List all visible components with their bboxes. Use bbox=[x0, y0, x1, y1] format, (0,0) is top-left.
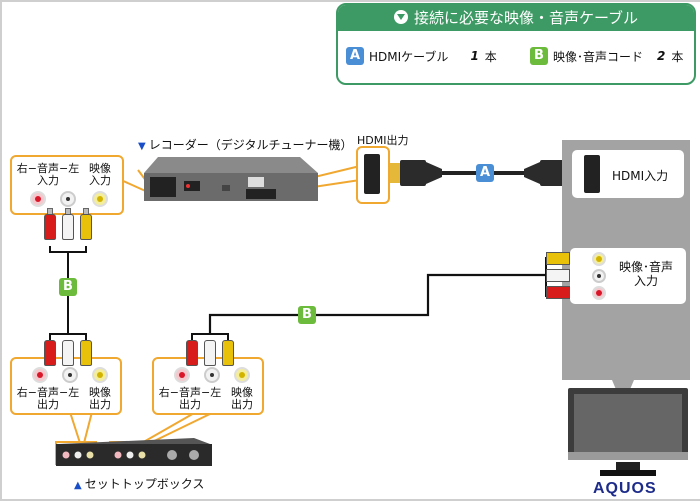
yellow-plug bbox=[80, 214, 92, 240]
tv-hdmi-input-card: HDMI入力 bbox=[572, 150, 684, 198]
legend-header: 接続に必要な映像・音声ケーブル bbox=[338, 5, 694, 31]
av-input-label: 映像･音声 入力 bbox=[618, 260, 673, 288]
video-output-label: 映像 出力 bbox=[89, 386, 111, 411]
audio-right-jack bbox=[592, 286, 606, 300]
hdmi-output-callout bbox=[356, 146, 390, 204]
white-plug bbox=[546, 269, 570, 282]
audio-left-jack bbox=[62, 367, 78, 383]
cable-a-badge: A bbox=[476, 164, 494, 182]
audio-output-label: 右−音声−左 出力 bbox=[158, 386, 222, 411]
video-output-label: 映像 出力 bbox=[231, 386, 253, 411]
white-plug bbox=[62, 214, 74, 240]
av-cable-2 bbox=[208, 273, 548, 334]
red-plug bbox=[546, 286, 570, 299]
legend-item-unit: 本 bbox=[671, 49, 684, 64]
tv-brand: AQUOS bbox=[593, 480, 657, 497]
video-jack bbox=[592, 252, 606, 266]
cable-b-badge-1: B bbox=[59, 278, 77, 296]
audio-right-jack bbox=[174, 367, 190, 383]
settop-output2-callout: 右−音声−左 出力 映像 出力 bbox=[152, 357, 264, 415]
white-plug bbox=[204, 340, 216, 366]
tv-av-input-card: 映像･音声 入力 bbox=[570, 248, 686, 304]
video-jack bbox=[92, 191, 108, 207]
settop-box-device bbox=[56, 438, 212, 466]
settop-title: ▲セットトップボックス bbox=[74, 475, 204, 492]
recorder-title: ▼レコーダー（デジタルチューナー機） bbox=[138, 136, 352, 153]
yellow-plug bbox=[80, 340, 92, 366]
red-plug bbox=[44, 340, 56, 366]
recorder-device bbox=[144, 157, 318, 201]
video-jack bbox=[92, 367, 108, 383]
legend-title: 接続に必要な映像・音声ケーブル bbox=[413, 9, 639, 27]
legend-item-unit: 本 bbox=[484, 49, 497, 64]
audio-output-label: 右−音声−左 出力 bbox=[16, 386, 80, 411]
hdmi-input-label: HDMI入力 bbox=[612, 169, 669, 183]
down-triangle-icon: ▼ bbox=[138, 141, 146, 152]
legend-item-count: 1 bbox=[470, 49, 479, 63]
legend-item-av: B 映像･音声コード 2 本 bbox=[530, 47, 683, 65]
tv-input-panel: HDMI入力 映像･音声 入力 bbox=[562, 140, 690, 380]
video-jack bbox=[234, 367, 250, 383]
down-triangle-icon bbox=[393, 10, 408, 24]
badge-b-icon: B bbox=[530, 47, 548, 65]
audio-left-jack bbox=[592, 269, 606, 283]
hdmi-port-icon bbox=[364, 154, 380, 194]
settop-output1-callout: 右−音声−左 出力 映像 出力 bbox=[10, 357, 122, 415]
hdmi-output-label: HDMI出力 bbox=[357, 134, 409, 147]
up-triangle-icon: ▲ bbox=[74, 480, 82, 491]
cable-b-badge-2: B bbox=[298, 306, 316, 324]
legend-item-name: HDMIケーブル bbox=[369, 49, 449, 64]
settop-title-text: セットトップボックス bbox=[84, 477, 205, 491]
audio-left-jack bbox=[204, 367, 220, 383]
tv-icon bbox=[568, 388, 688, 476]
required-cables-legend: 接続に必要な映像・音声ケーブル A HDMIケーブル 1 本 B 映像･音声コー… bbox=[336, 3, 696, 85]
legend-item-name: 映像･音声コード bbox=[553, 49, 644, 64]
legend-item-count: 2 bbox=[657, 49, 666, 63]
yellow-plug bbox=[222, 340, 234, 366]
audio-left-jack bbox=[60, 191, 76, 207]
legend-item-hdmi: A HDMIケーブル 1 本 bbox=[346, 47, 497, 65]
recorder-av-input-callout: 右−音声−左 入力 映像 入力 bbox=[10, 155, 124, 215]
recorder-title-text: レコーダー（デジタルチューナー機） bbox=[148, 138, 353, 152]
white-plug bbox=[62, 340, 74, 366]
yellow-plug bbox=[546, 252, 570, 265]
audio-input-label: 右−音声−左 入力 bbox=[16, 162, 80, 187]
red-plug bbox=[186, 340, 198, 366]
hdmi-port-icon bbox=[584, 155, 600, 193]
video-input-label: 映像 入力 bbox=[89, 162, 111, 187]
badge-a-icon: A bbox=[346, 47, 364, 65]
audio-right-jack bbox=[32, 367, 48, 383]
audio-right-jack bbox=[30, 191, 46, 207]
red-plug bbox=[44, 214, 56, 240]
